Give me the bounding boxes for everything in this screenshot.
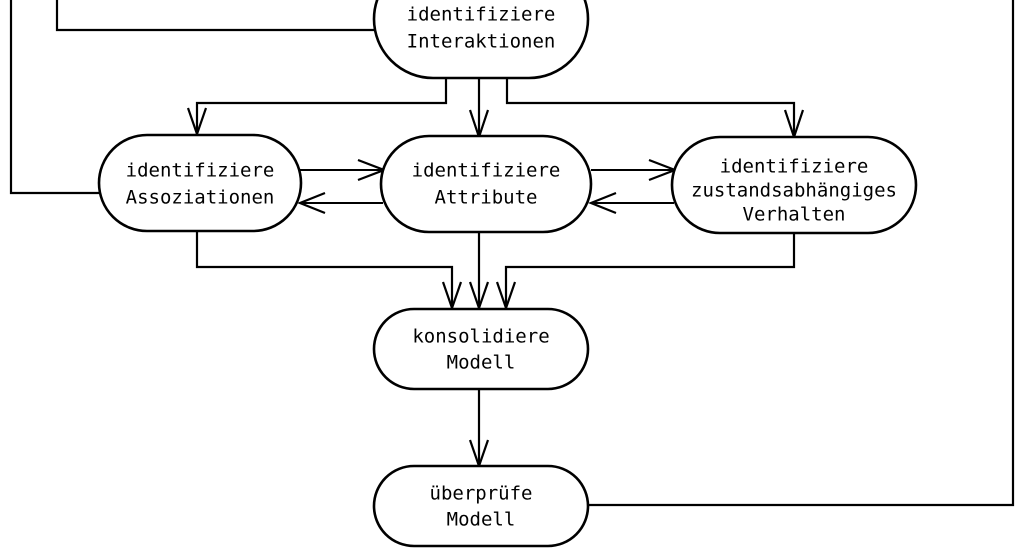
node-label-assoziationen-line2: Assoziationen [126,187,275,209]
node-shape-verhalten [670,135,918,235]
node-ueberpruefe-modell[interactable]: überprüfe Modell [372,464,590,548]
node-label-verhalten-line1: identifiziere [720,156,869,178]
node-label-verhalten-line2: zustandsabhängiges [691,180,897,202]
node-shape-assoziationen [97,133,303,233]
node-identifiziere-attribute[interactable]: identifiziere Attribute [379,134,593,234]
edge-assoziationen-to-konsolidiere [195,231,454,307]
node-shape-konsolidiere [372,307,590,391]
edge-offscreen-to-assoziationen [9,0,99,195]
node-label-assoziationen-line1: identifiziere [126,160,275,182]
node-identifiziere-zustandsabhaengiges-verhalten[interactable]: identifiziere zustandsabhängiges Verhalt… [670,135,918,235]
arrowhead-attribute-right-in [588,191,617,215]
node-label-konsolidiere-line1: konsolidiere [412,326,549,348]
edge-verhalten-to-konsolidiere [504,233,796,307]
node-label-attribute-line1: identifiziere [412,160,561,182]
node-label-verhalten-line3: Verhalten [743,204,846,226]
node-label-interaktionen-line1: identifiziere [407,4,556,26]
node-label-ueberpruefe-line2: Modell [447,509,516,531]
node-label-ueberpruefe-line1: überprüfe [430,483,533,505]
edge-ueberpruefe-feedback-right [588,0,1015,507]
edge-interaktionen-to-verhalten [505,78,796,136]
arrowhead-assoziationen-right-in [297,191,326,215]
node-shape-interaktionen [372,0,590,80]
node-konsolidiere-modell[interactable]: konsolidiere Modell [372,307,590,391]
node-identifiziere-interaktionen[interactable]: identifiziere Interaktionen [372,0,590,80]
node-label-attribute-line2: Attribute [435,187,538,209]
node-shape-attribute [379,134,593,234]
node-shape-ueberpruefe [372,464,590,548]
node-label-interaktionen-line2: Interaktionen [407,31,556,53]
edge-interaktionen-to-assoziationen [195,78,448,133]
node-identifiziere-assoziationen[interactable]: identifiziere Assoziationen [97,133,303,233]
node-label-konsolidiere-line2: Modell [447,352,516,374]
edge-interaktionen-feedback-left [55,0,374,32]
